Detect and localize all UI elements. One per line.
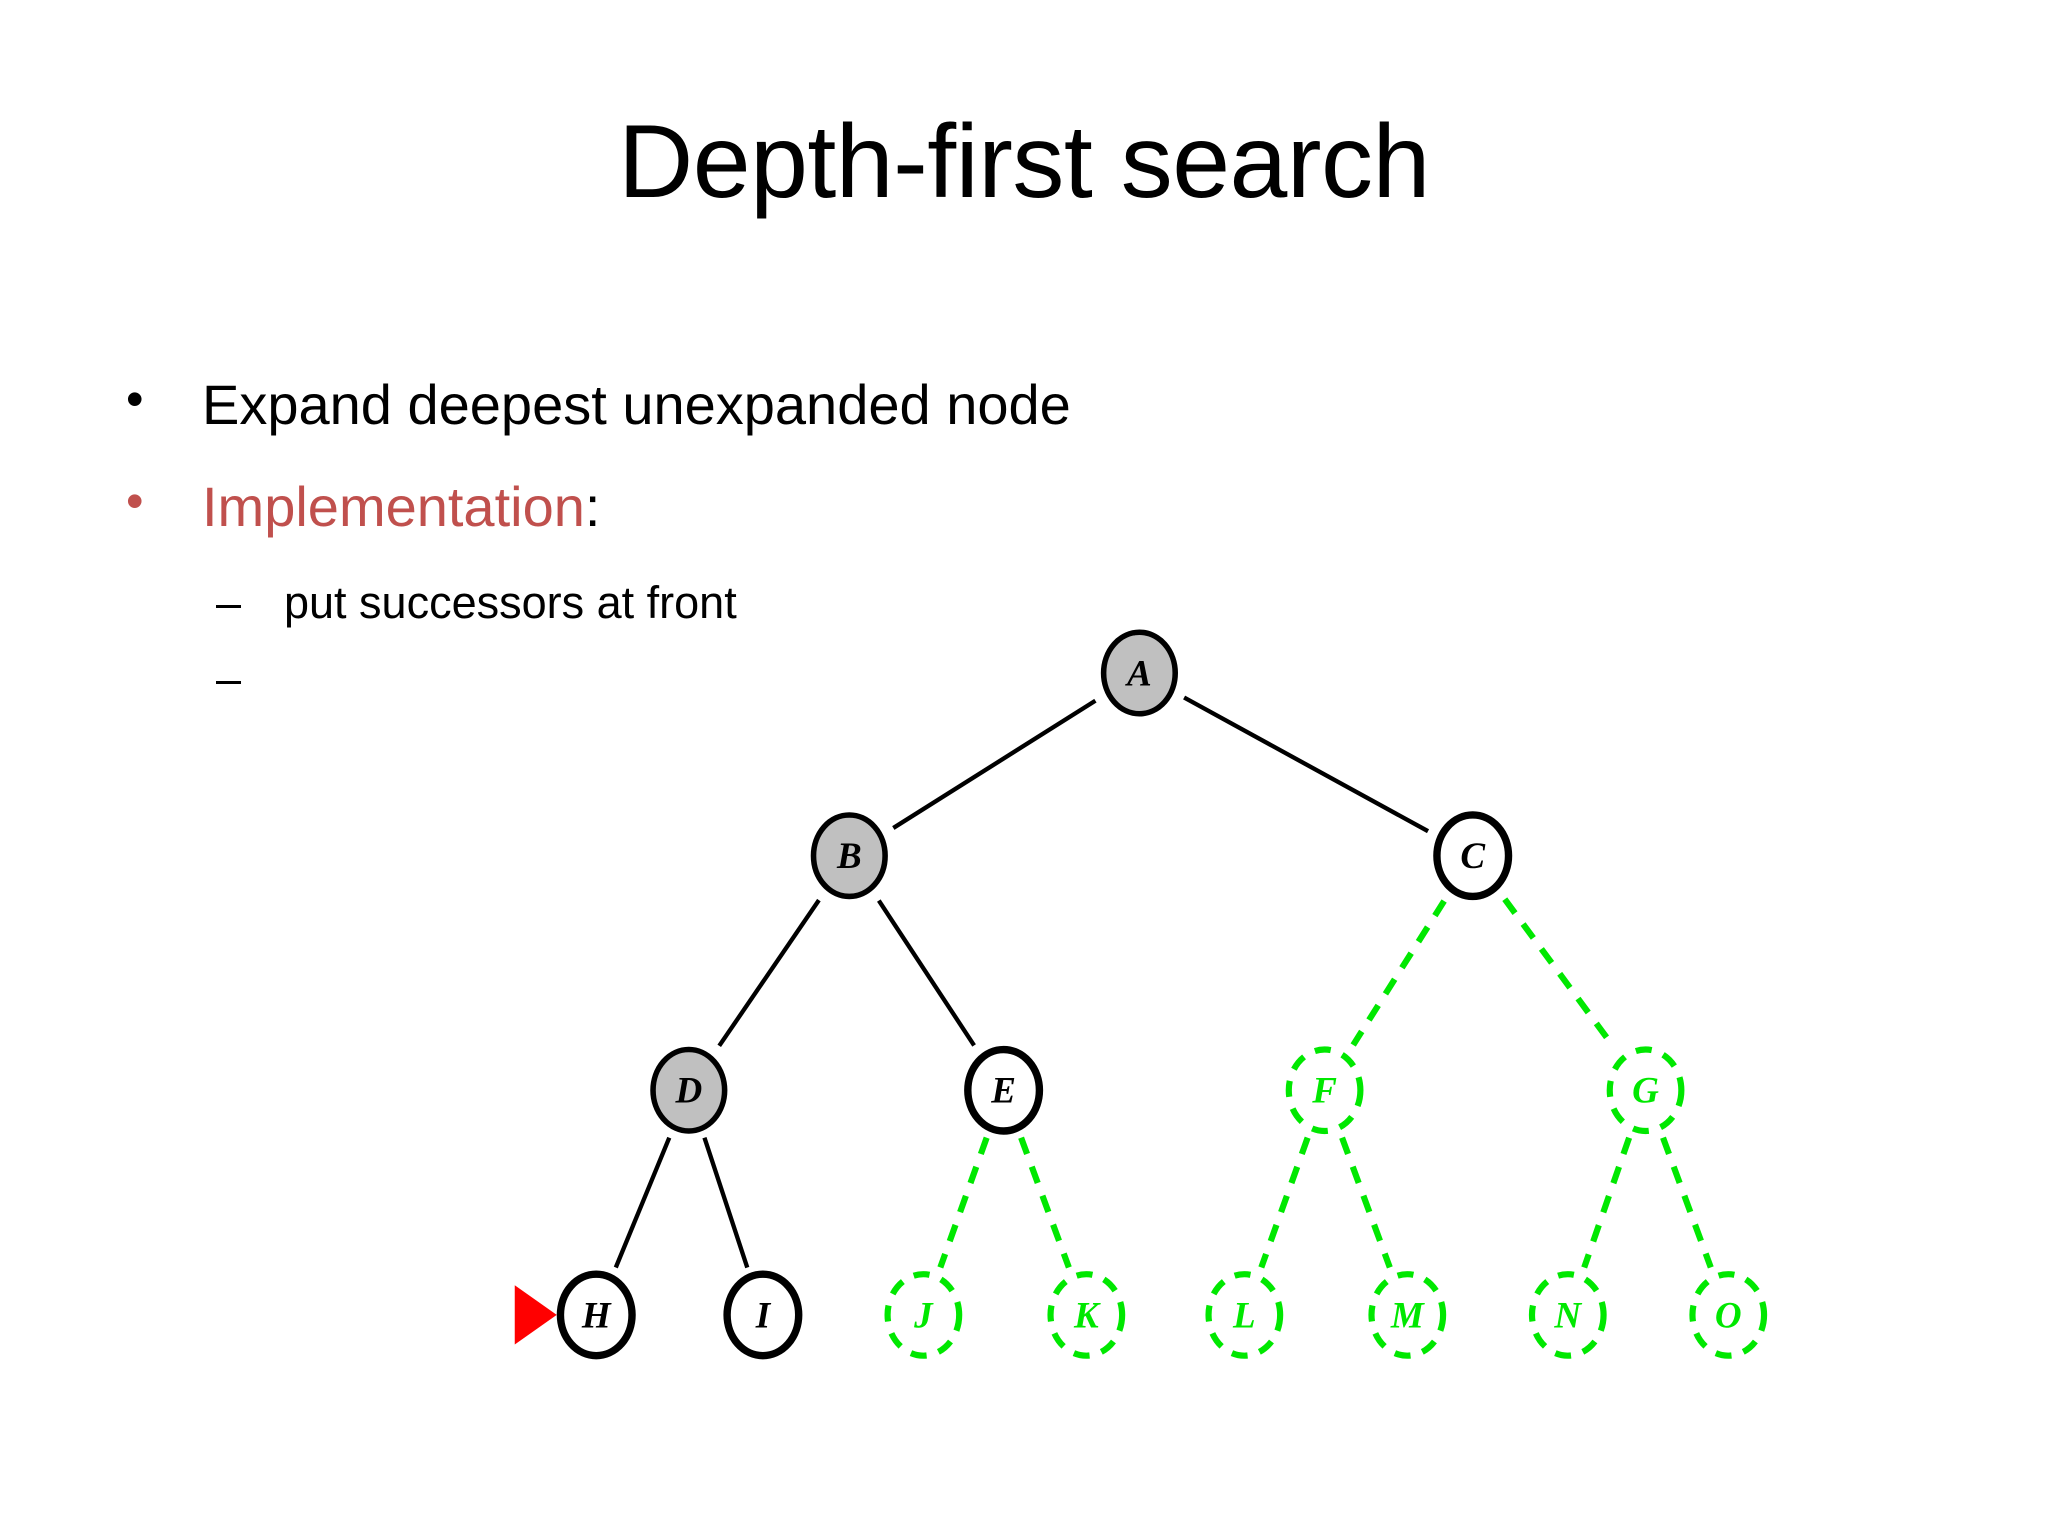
tree-edge-B-E bbox=[877, 899, 976, 1047]
tree-edge-D-H bbox=[613, 1136, 672, 1269]
tree-node-label-J: J bbox=[913, 1295, 934, 1336]
tree-edges-layer bbox=[613, 695, 1714, 1269]
tree-node-K[interactable]: K bbox=[1047, 1271, 1126, 1359]
tree-node-B[interactable]: B bbox=[810, 812, 888, 900]
sub-bullet-text: put successors at front bbox=[284, 577, 737, 629]
tree-node-L[interactable]: L bbox=[1205, 1271, 1284, 1359]
tree-node-H[interactable]: H bbox=[556, 1270, 636, 1360]
tree-edge-B-D bbox=[717, 898, 821, 1048]
tree-node-label-H: H bbox=[581, 1295, 612, 1336]
tree-edge-E-K bbox=[1018, 1136, 1072, 1269]
tree-node-shape-N bbox=[1528, 1271, 1607, 1359]
tree-node-shape-M bbox=[1368, 1271, 1447, 1359]
bullet-text-colon: : bbox=[584, 475, 601, 539]
bullet-item-expand: • Expand deepest unexpanded node bbox=[112, 371, 1942, 438]
tree-edge-A-B bbox=[892, 698, 1097, 830]
page-title: Depth-first search bbox=[618, 104, 1430, 220]
tree-edge-D-I bbox=[702, 1136, 750, 1269]
tree-edge-C-F bbox=[1350, 899, 1447, 1047]
tree-node-label-B: B bbox=[836, 836, 862, 877]
tree-node-label-I: I bbox=[755, 1295, 772, 1336]
tree-node-shape-H bbox=[556, 1270, 636, 1360]
tree-node-label-D: D bbox=[674, 1071, 702, 1112]
bullet-list: • Expand deepest unexpanded node • Imple… bbox=[112, 371, 1942, 726]
bullet-text-accent: Implementation bbox=[202, 475, 585, 539]
tree-node-E[interactable]: E bbox=[964, 1045, 1044, 1135]
tree-node-O[interactable]: O bbox=[1689, 1271, 1768, 1359]
tree-nodes-layer: A B C D E F G H I J K L M N O bbox=[556, 629, 1768, 1360]
tree-node-shape-K bbox=[1047, 1271, 1126, 1359]
search-tree-svg: A B C D E F G H I J K L M N O bbox=[514, 629, 1768, 1360]
tree-node-A[interactable]: A bbox=[1100, 629, 1178, 717]
tree-node-shape-E bbox=[964, 1045, 1044, 1135]
sub-bullet-item-empty: – bbox=[112, 652, 1942, 704]
tree-node-shape-C bbox=[1433, 811, 1513, 901]
tree-node-label-O: O bbox=[1715, 1295, 1742, 1336]
tree-node-F[interactable]: F bbox=[1285, 1046, 1364, 1135]
sub-bullet-marker: – bbox=[216, 653, 242, 705]
tree-node-C[interactable]: C bbox=[1433, 811, 1513, 901]
tree-node-G[interactable]: G bbox=[1606, 1046, 1685, 1135]
tree-edge-A-C bbox=[1183, 695, 1430, 834]
tree-edge-F-M bbox=[1339, 1136, 1393, 1269]
tree-edge-G-N bbox=[1581, 1136, 1633, 1269]
sub-bullet-marker: – bbox=[216, 577, 242, 629]
tree-edge-G-O bbox=[1660, 1136, 1714, 1269]
tree-node-label-K: K bbox=[1073, 1295, 1101, 1336]
sub-bullet-item-put-successors: – put successors at front bbox=[112, 576, 1942, 630]
tree-edge-C-G bbox=[1502, 897, 1616, 1049]
tree-node-label-E: E bbox=[990, 1071, 1016, 1112]
tree-node-label-F: F bbox=[1311, 1071, 1337, 1112]
tree-node-label-N: N bbox=[1553, 1295, 1582, 1336]
current-node-pointer-icon bbox=[514, 1285, 557, 1345]
bullet-marker: • bbox=[126, 473, 144, 530]
dfs-search-tree-figure: A B C D E F G H I J K L M N O bbox=[158, 598, 1948, 1464]
tree-node-I[interactable]: I bbox=[723, 1270, 803, 1360]
tree-node-shape-B bbox=[810, 812, 888, 900]
bullet-text: Expand deepest unexpanded node bbox=[202, 373, 1071, 436]
current-node-pointer-layer bbox=[514, 1285, 557, 1345]
bullet-item-implementation: • Implementation: bbox=[112, 473, 1942, 540]
tree-node-shape-J bbox=[884, 1271, 963, 1359]
tree-node-J[interactable]: J bbox=[884, 1271, 963, 1359]
tree-node-shape-D bbox=[650, 1046, 728, 1134]
tree-edge-F-L bbox=[1258, 1136, 1311, 1269]
tree-node-label-L: L bbox=[1232, 1295, 1256, 1336]
tree-node-shape-A bbox=[1100, 629, 1178, 717]
tree-node-label-A: A bbox=[1125, 653, 1152, 694]
tree-edge-E-J bbox=[937, 1136, 990, 1269]
tree-node-label-G: G bbox=[1632, 1071, 1659, 1112]
tree-node-label-M: M bbox=[1390, 1295, 1425, 1336]
tree-node-N[interactable]: N bbox=[1528, 1271, 1607, 1359]
tree-node-D[interactable]: D bbox=[650, 1046, 728, 1134]
tree-node-shape-L bbox=[1205, 1271, 1284, 1359]
tree-node-shape-F bbox=[1285, 1046, 1364, 1135]
tree-node-shape-G bbox=[1606, 1046, 1685, 1135]
bullet-marker: • bbox=[126, 371, 144, 427]
tree-node-shape-I bbox=[723, 1270, 803, 1360]
tree-node-M[interactable]: M bbox=[1368, 1271, 1447, 1359]
tree-node-shape-O bbox=[1689, 1271, 1768, 1359]
tree-node-label-C: C bbox=[1460, 836, 1486, 877]
